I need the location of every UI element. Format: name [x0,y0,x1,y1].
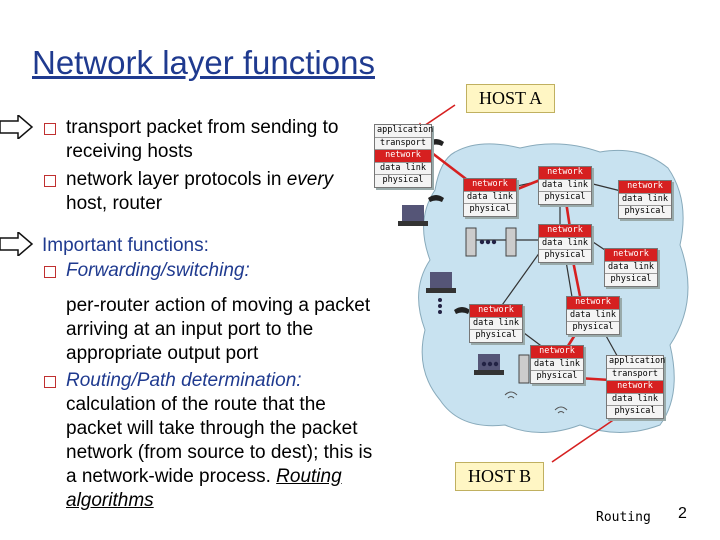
phone-icon [428,139,470,314]
layer-network: network [619,181,671,194]
layer-physical: physical [610,274,652,284]
layer-network: network [464,179,516,192]
layer-network: network [531,346,583,359]
layer-physical: physical [624,206,666,216]
layer-datalink: data link [567,310,619,322]
b2-post: host, router [66,193,163,214]
routing-desc-text: calculation of the route that the packet… [66,394,373,487]
bullet-square-1 [44,123,56,135]
routing-desc: calculation of the route that the packet… [66,393,384,513]
host-a-label: HOST A [466,84,556,113]
layer-transport: transport [607,369,663,381]
router-stack-5: network data link physical [604,248,658,287]
bullet-transport: transport packet from sending to receivi… [66,117,339,162]
layer-datalink: data link [605,262,657,274]
router-stack-7: network data link physical [469,304,523,343]
server-icon [465,227,530,384]
forwarding-label: Forwarding/switching: [66,260,250,281]
layer-datalink: data link [375,163,431,175]
layer-physical: physical [544,192,586,202]
layer-datalink: data link [531,359,583,371]
layer-network: network [375,150,431,163]
layer-datalink: data link [539,238,591,250]
host-a-stack: application transport network data link … [374,124,433,188]
page-number: 2 [678,505,687,522]
b2-ital: every [286,169,334,190]
layer-physical: physical [469,204,511,214]
layer-network: network [605,249,657,262]
layer-physical: physical [614,406,656,416]
layer-transport: transport [375,138,431,150]
page-title: Network layer functions [32,44,375,81]
arrow-pointer-icon [0,232,34,256]
layer-datalink: data link [464,192,516,204]
bullet-square-4 [44,376,56,388]
layer-physical: physical [536,371,578,381]
router-stack-1: network data link physical [463,178,517,217]
layer-datalink: data link [470,318,522,330]
router-stack-4: network data link physical [538,224,592,263]
router-stack-6: network data link physical [566,296,620,335]
b2-pre: network layer protocols in [66,169,287,190]
layer-application: application [607,356,665,369]
bullet-square-3 [44,266,56,278]
important-functions-heading: Important functions: [42,235,209,256]
host-b-label: HOST B [455,462,545,491]
layer-physical: physical [475,330,517,340]
bullet-network-protocols: network layer protocols in every host, r… [66,168,366,216]
arrow-pointer-icon [0,115,34,139]
layer-physical: physical [382,175,424,185]
routing-label: Routing/Path determination: [66,370,302,391]
layer-datalink: data link [607,394,663,406]
layer-datalink: data link [619,194,671,206]
router-stack-2: network data link physical [538,166,592,205]
layer-network: network [607,381,663,394]
router-stack-3: network data link physical [618,180,672,219]
footer-section-label: Routing [596,510,651,525]
forwarding-desc: per-router action of moving a packet arr… [66,295,371,364]
layer-application: application [375,125,433,138]
layer-datalink: data link [539,180,591,192]
layer-network: network [567,297,619,310]
routing-algorithms-link: Routing algorithms [66,466,342,511]
layer-network: network [539,167,591,180]
layer-physical: physical [544,250,586,260]
bullet-square-2 [44,175,56,187]
layer-physical: physical [572,322,614,332]
router-stack-8: network data link physical [530,345,584,384]
layer-network: network [539,225,591,238]
wireless-icon [504,391,568,414]
host-b-stack: application transport network data link … [606,355,665,419]
layer-network: network [470,305,522,318]
